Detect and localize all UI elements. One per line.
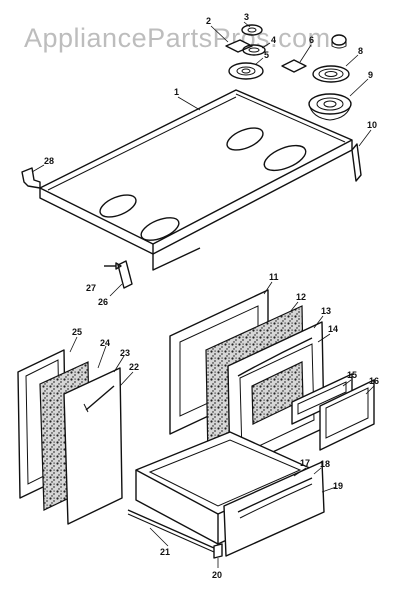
callout-21: 21 [160, 547, 170, 557]
callout-27: 27 [86, 283, 96, 293]
callout-15: 15 [347, 370, 357, 380]
callout-25: 25 [72, 327, 82, 337]
callout-16: 16 [369, 376, 379, 386]
callout-24: 24 [100, 338, 110, 348]
window-glass-15-16 [291, 373, 375, 451]
callout-9: 9 [368, 70, 373, 80]
bracket-26 [117, 260, 133, 289]
callout-3: 3 [244, 12, 249, 22]
callout-26: 26 [98, 297, 108, 307]
callout-14: 14 [328, 324, 338, 334]
callout-10: 10 [367, 120, 377, 130]
callout-8: 8 [358, 46, 363, 56]
callout-22: 22 [129, 362, 139, 372]
callout-17: 17 [300, 458, 310, 468]
callout-28: 28 [44, 156, 54, 166]
cooktop-panel [39, 89, 353, 271]
callout-18: 18 [320, 459, 330, 469]
callout-5: 5 [264, 50, 269, 60]
callout-13: 13 [321, 306, 331, 316]
storage-drawer [127, 431, 325, 559]
callout-20: 20 [212, 570, 222, 580]
bracket-28 [21, 167, 41, 189]
callout-4: 4 [271, 35, 276, 45]
callout-1: 1 [174, 87, 179, 97]
left-door-assembly [17, 349, 123, 525]
callout-2: 2 [206, 16, 211, 26]
burner-parts [210, 24, 352, 121]
side-trim-10 [351, 143, 362, 182]
callout-12: 12 [296, 292, 306, 302]
callout-6: 6 [309, 35, 314, 45]
callout-23: 23 [120, 348, 130, 358]
watermark-text: AppliancePartsPros.com [24, 23, 331, 53]
callout-11: 11 [269, 272, 279, 282]
callout-19: 19 [333, 481, 343, 491]
